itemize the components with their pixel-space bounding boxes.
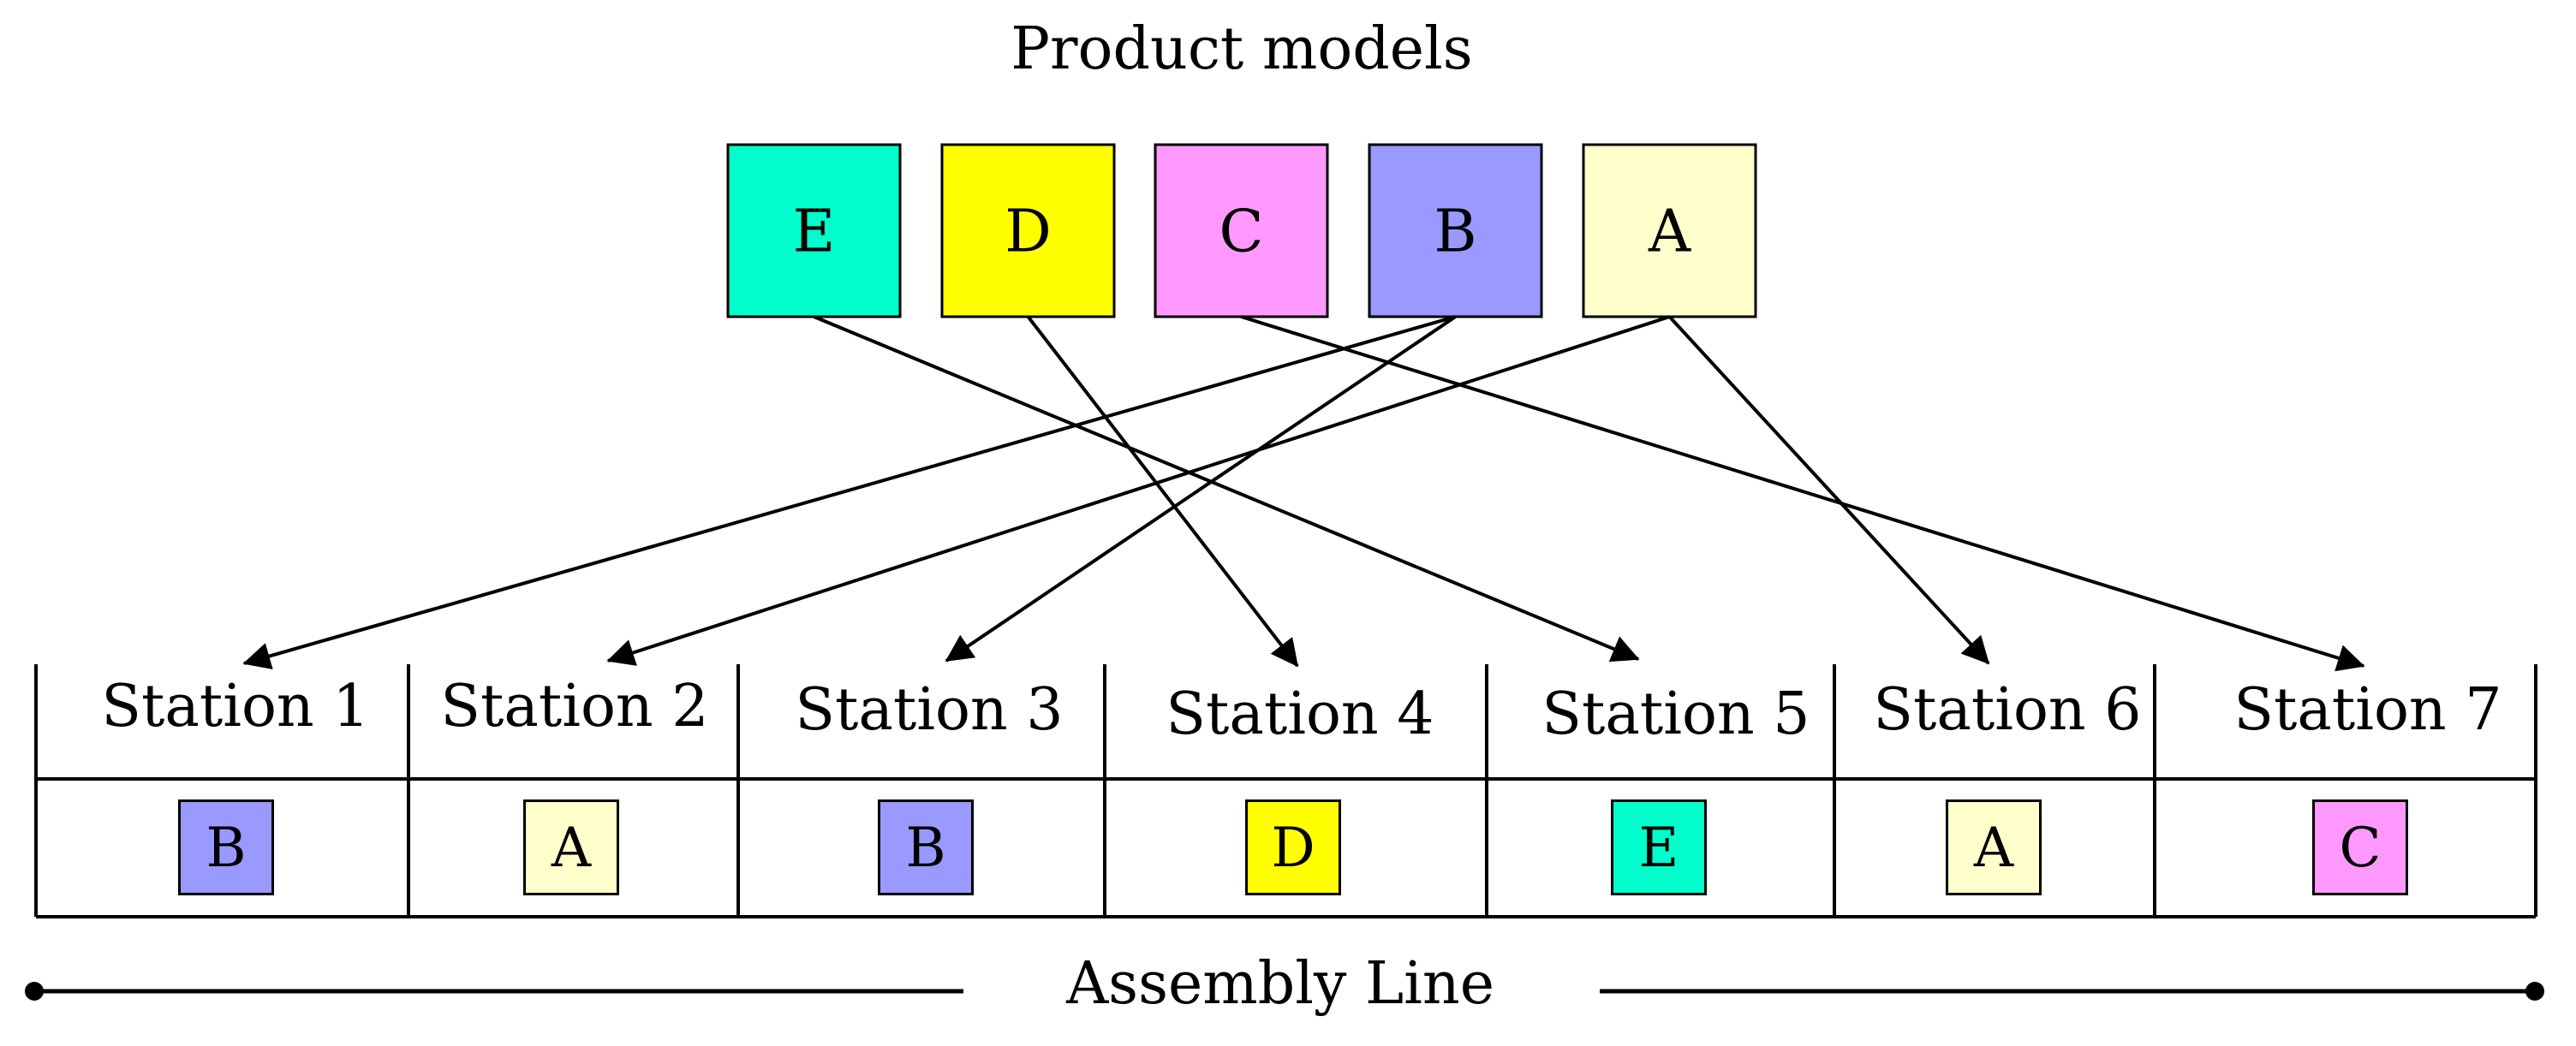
station-model-fill [1245,799,1341,895]
model-box-label: D [1005,199,1052,266]
model-box-fill [1368,143,1543,318]
station-model-fill [178,799,274,895]
station-cell-6: Station 6 A [1873,676,2142,895]
arrow-a-to-station-6 [1668,315,1990,665]
station-model-label: A [1973,817,2014,880]
station-label: Station 1 [101,673,369,740]
station-model-fill [878,799,974,895]
arrow-b-to-station-1 [242,315,1457,670]
assignment-arrows [242,315,2365,672]
model-box-label: C [1219,199,1263,266]
station-cell-2: Station 2 A [440,673,709,895]
model-box-c: C [1154,143,1329,318]
model-box-a: A [1582,143,1757,318]
station-model-fill [1611,799,1707,895]
assembly-line-right-endpoint [2525,982,2544,1001]
arrow-d-to-station-4 [1026,315,1299,668]
station-cell-4: Station 4 D [1166,680,1434,895]
station-model-fill [523,799,619,895]
station-model-box: C [2312,799,2408,895]
model-box-fill [726,143,902,318]
model-box-e: E [726,143,902,318]
station-model-label: E [1639,817,1679,880]
station-model-fill [2312,799,2408,895]
station-cell-7: Station 7 C [2233,676,2502,895]
assembly-line-label: Assembly Line [1065,950,1494,1018]
arrow-a-to-station-2 [606,315,1671,666]
station-label: Station 5 [1541,680,1810,748]
model-box-fill [940,143,1116,318]
model-box-d: D [940,143,1116,318]
station-model-label: A [551,817,592,880]
station-table: Station 1 B Station 2 A Station 3 B Station 4 D… [34,664,2537,918]
station-model-label: B [905,817,945,880]
station-cell-1: Station 1 B [101,673,370,895]
assembly-line: Assembly Line [25,950,2544,1018]
station-model-box: A [1946,799,2042,895]
model-box-label: A [1648,199,1691,266]
station-model-box: B [878,799,974,895]
arrow-e-to-station-5 [813,315,1640,663]
station-label: Station 4 [1166,680,1434,748]
station-model-fill [1946,799,2042,895]
model-box-b: B [1368,143,1543,318]
model-box-fill [1154,143,1329,318]
model-box-label: B [1434,199,1477,266]
station-model-label: C [2340,817,2382,880]
station-label: Station 7 [2233,676,2501,744]
station-model-label: B [206,817,246,880]
station-label: Station 3 [795,676,1063,744]
station-label: Station 2 [440,673,708,740]
model-box-label: E [793,199,836,266]
station-cell-3: Station 3 B [795,676,1064,895]
station-label: Station 6 [1873,676,2141,744]
station-cell-5: Station 5 E [1541,680,1810,895]
diagram-title: Product models [1011,15,1472,83]
station-model-box: E [1611,799,1707,895]
arrow-b-to-station-3 [945,315,1457,663]
station-model-box: B [178,799,274,895]
station-model-label: D [1271,817,1315,880]
arrow-c-to-station-7 [1240,315,2365,672]
assembly-line-left-endpoint [25,982,44,1001]
station-model-box: D [1245,799,1341,895]
station-model-box: A [523,799,619,895]
